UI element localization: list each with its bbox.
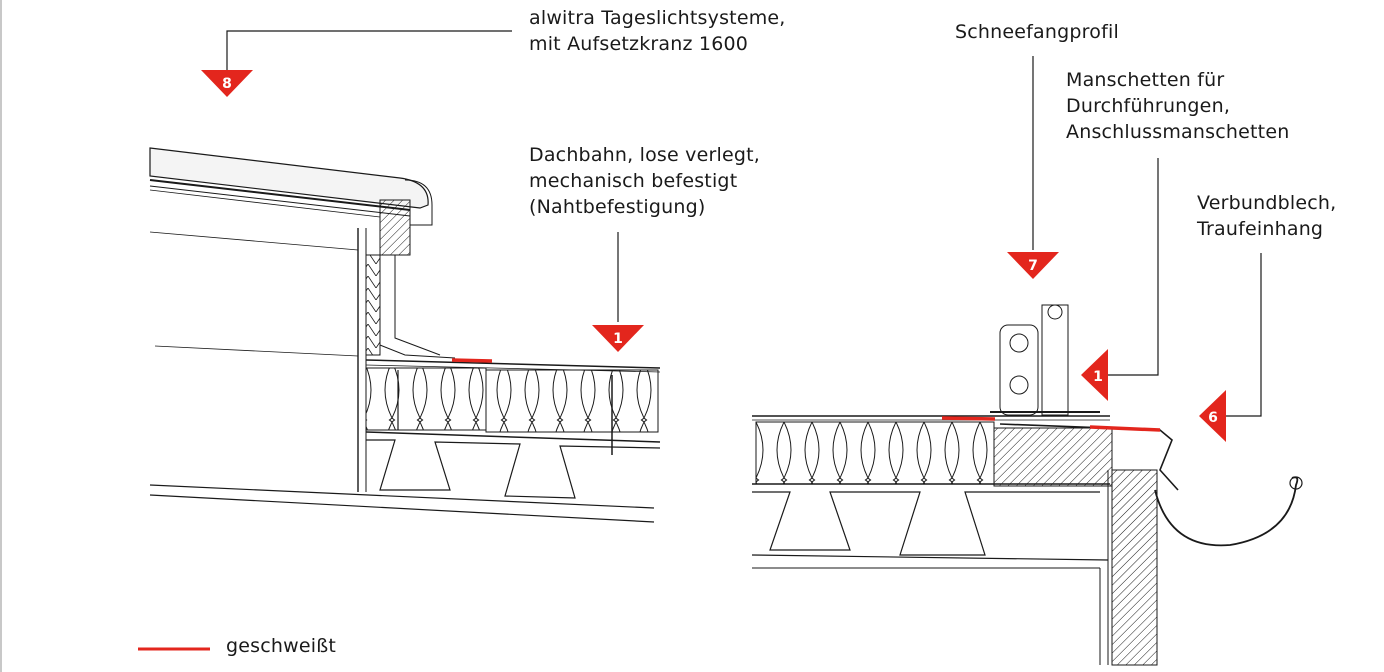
rain-gutter xyxy=(1154,476,1299,547)
welded-seam-right-2 xyxy=(1089,425,1161,432)
label-alwitra-tageslichtsysteme: alwitra Tageslichtsysteme, mit Aufsetzkr… xyxy=(529,7,786,55)
marker-1-right: 1 xyxy=(1081,349,1108,401)
leader-line-6 xyxy=(1226,253,1262,417)
label-verbundblech: Verbundblech, Traufeinhang xyxy=(1197,192,1337,240)
page-border xyxy=(0,0,2,672)
skylight-glazing xyxy=(149,147,429,209)
timber-edge xyxy=(993,427,1113,487)
insulation-left-2 xyxy=(485,369,659,433)
insulation-left-1 xyxy=(365,367,487,431)
marker-6: 6 xyxy=(1199,390,1226,442)
trapezoidal-deck-right xyxy=(752,491,1100,556)
svg-text:1: 1 xyxy=(1093,369,1103,385)
label-schneefangprofil: Schneefangprofil xyxy=(955,21,1119,43)
right-detail-eaves xyxy=(751,304,1303,666)
frame-profile xyxy=(379,199,411,256)
snow-guard-post xyxy=(1041,304,1069,416)
leader-line-8 xyxy=(226,30,512,70)
marker-1-left: 1 xyxy=(592,325,644,352)
svg-text:8: 8 xyxy=(222,76,232,92)
marker-7: 7 xyxy=(1007,252,1059,279)
welded-seam-right-1 xyxy=(941,416,996,421)
leader-lines xyxy=(226,30,1262,417)
leader-line-1-right xyxy=(1108,158,1159,376)
exterior-wall xyxy=(1111,469,1158,666)
svg-text:1: 1 xyxy=(613,331,623,347)
label-manschetten: Manschetten für Durchführungen, Anschlus… xyxy=(1066,69,1290,143)
legend-label: geschweißt xyxy=(226,635,337,657)
marker-8: 8 xyxy=(201,70,253,97)
label-dachbahn: Dachbahn, lose verlegt, mechanisch befes… xyxy=(529,144,761,218)
svg-text:7: 7 xyxy=(1028,258,1038,274)
welded-seam-left xyxy=(451,358,493,363)
svg-text:6: 6 xyxy=(1208,410,1218,426)
left-detail-skylight xyxy=(149,147,661,523)
trapezoidal-deck-left xyxy=(366,439,661,499)
insulation-right xyxy=(755,421,995,485)
snow-guard-bracket xyxy=(999,324,1039,416)
